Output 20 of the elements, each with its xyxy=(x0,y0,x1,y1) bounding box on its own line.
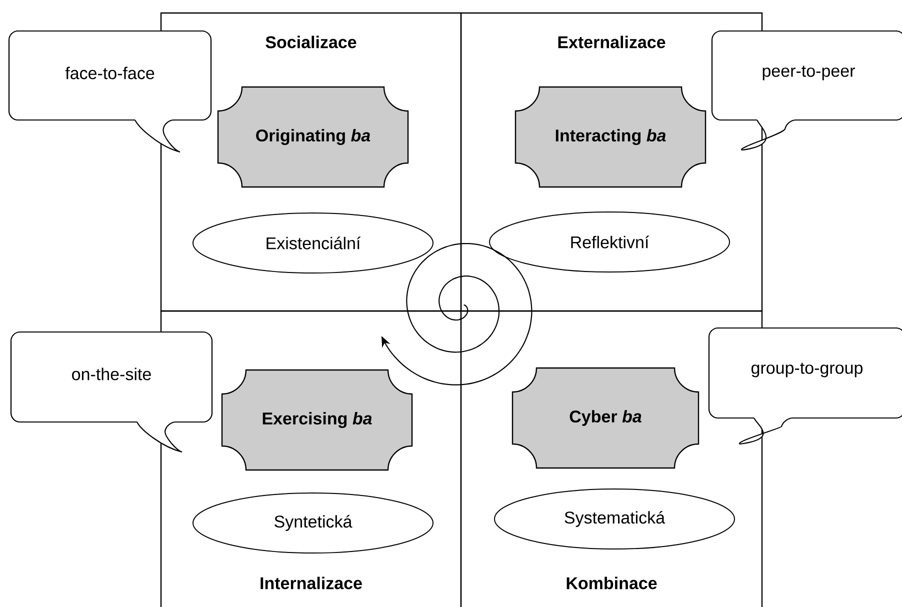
ellipse-label: Systematická xyxy=(494,488,735,550)
quadrant-panel xyxy=(460,12,763,312)
speech-bubble: peer-to-peer xyxy=(711,30,902,151)
notched-box: Originating ba xyxy=(217,86,409,188)
ellipse-label: Existenciální xyxy=(192,212,434,274)
speech-bubble: face-to-face xyxy=(8,30,212,153)
notched-box: Cyber ba xyxy=(512,367,700,469)
notched-box: Exercising ba xyxy=(221,369,413,471)
quadrant-heading: Kombinace xyxy=(566,576,657,590)
ellipse-label: Reflektivní xyxy=(489,212,730,272)
quadrant-heading: Socializace xyxy=(266,36,356,48)
speech-bubble: on-the-site xyxy=(10,331,213,453)
notched-box: Interacting ba xyxy=(514,86,706,188)
quadrant-heading: Externalizace xyxy=(558,36,666,48)
ellipse-label: Syntetická xyxy=(192,492,434,554)
quadrant-panel xyxy=(160,12,462,312)
quadrant-heading: Internalizace xyxy=(260,576,362,590)
speech-bubble: group-to-group xyxy=(708,327,902,445)
node-label: group-to-group xyxy=(751,362,862,378)
node-label: peer-to-peer xyxy=(762,66,855,80)
